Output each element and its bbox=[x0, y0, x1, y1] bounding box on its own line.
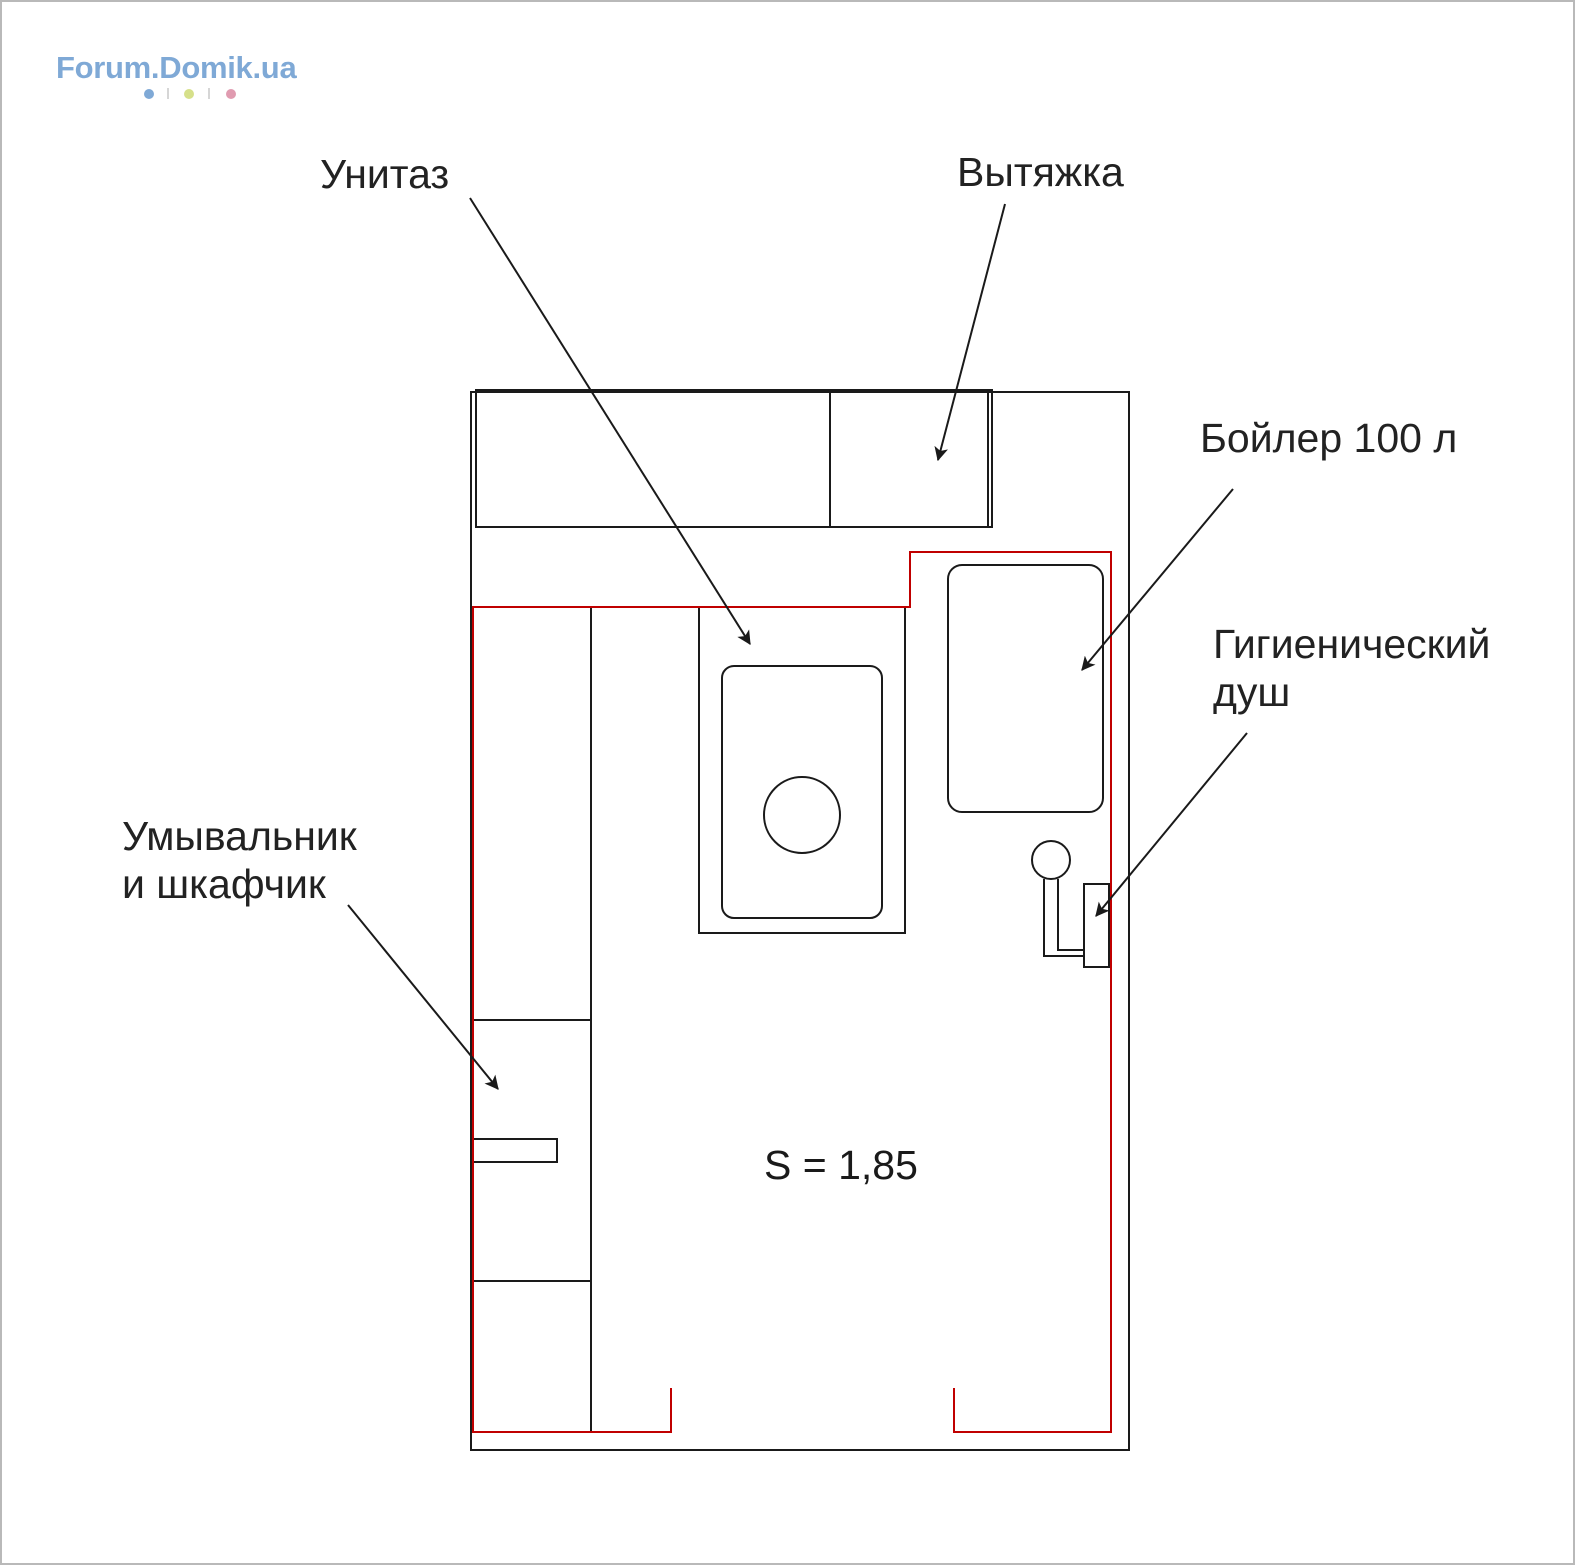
room-outline bbox=[470, 391, 1130, 1451]
arrow-shower bbox=[1095, 732, 1248, 917]
logo-dot-yellow bbox=[184, 89, 194, 99]
leader-arrows bbox=[347, 197, 1248, 1090]
toilet-base bbox=[698, 606, 906, 934]
toilet-tank bbox=[721, 665, 883, 919]
toilet-bowl bbox=[763, 776, 841, 854]
hood-box bbox=[829, 389, 989, 528]
arrow-boiler bbox=[1081, 488, 1234, 671]
logo-dot-pink bbox=[226, 89, 236, 99]
site-logo: Forum.Domik.ua bbox=[56, 50, 297, 85]
boiler-tank bbox=[947, 564, 1104, 813]
label-shower-line1: Гигиенический bbox=[1213, 621, 1491, 667]
top-cabinet bbox=[475, 389, 993, 528]
shower-head bbox=[1031, 840, 1071, 880]
label-shower-line2: душ bbox=[1213, 669, 1291, 715]
shower-hose bbox=[1043, 879, 1084, 957]
label-toilet: Унитаз bbox=[320, 151, 450, 197]
sink-basin bbox=[472, 1138, 558, 1163]
wall-outline-red bbox=[472, 551, 1112, 1433]
label-boiler: Бойлер 100 л bbox=[1200, 415, 1458, 461]
label-hood: Вытяжка bbox=[957, 149, 1124, 195]
logo-dot-blue bbox=[144, 89, 154, 99]
label-sink-line1: Умывальник bbox=[122, 813, 357, 859]
label-sink-line2: и шкафчик bbox=[122, 861, 326, 907]
shower-mixer bbox=[1083, 883, 1110, 968]
arrow-sink bbox=[347, 904, 499, 1090]
arrow-hood bbox=[934, 203, 1006, 462]
logo-dots bbox=[144, 88, 236, 99]
area-label: S = 1,85 bbox=[764, 1142, 918, 1188]
arrow-toilet bbox=[469, 197, 751, 645]
